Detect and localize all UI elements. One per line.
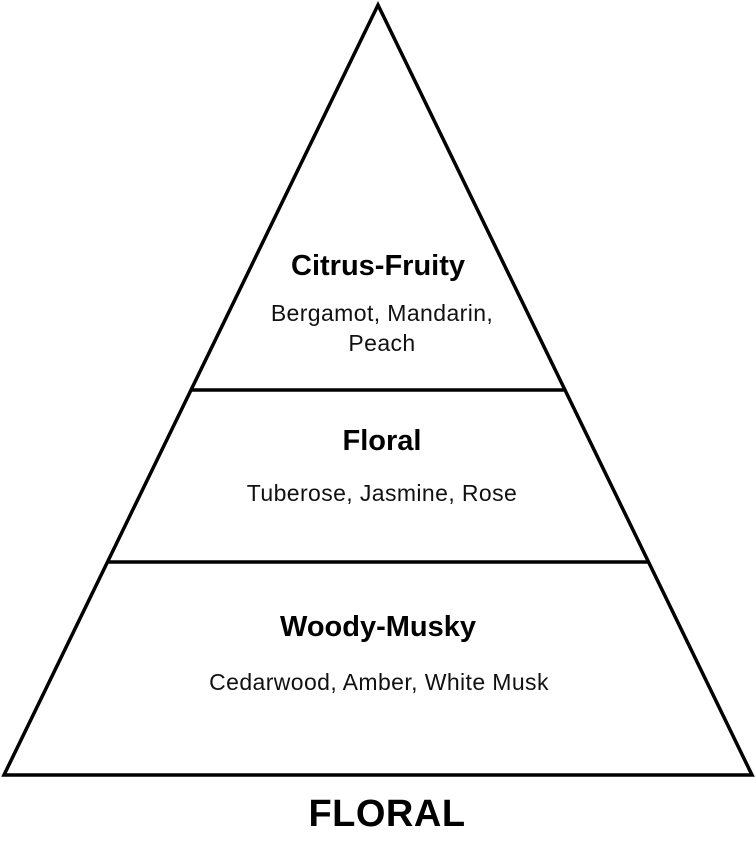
tier-title-woody-musky: Woody-Musky (280, 611, 476, 643)
tier-title-floral: Floral (343, 425, 422, 457)
tier-heart-notes: Floral Tuberose, Jasmine, Rose (247, 425, 517, 506)
tier-notes-floral: Tuberose, Jasmine, Rose (247, 480, 517, 506)
tier-notes-citrus-fruity-line2: Peach (348, 330, 415, 356)
tier-top-notes: Citrus-Fruity Bergamot, Mandarin, Peach (271, 250, 493, 356)
tier-base-notes: Woody-Musky Cedarwood, Amber, White Musk (209, 611, 549, 695)
fragrance-family-label: FLORAL (308, 793, 465, 835)
tier-notes-woody-musky: Cedarwood, Amber, White Musk (209, 669, 549, 695)
tier-notes-citrus-fruity-line1: Bergamot, Mandarin, (271, 300, 493, 326)
tier-title-citrus-fruity: Citrus-Fruity (291, 250, 465, 282)
